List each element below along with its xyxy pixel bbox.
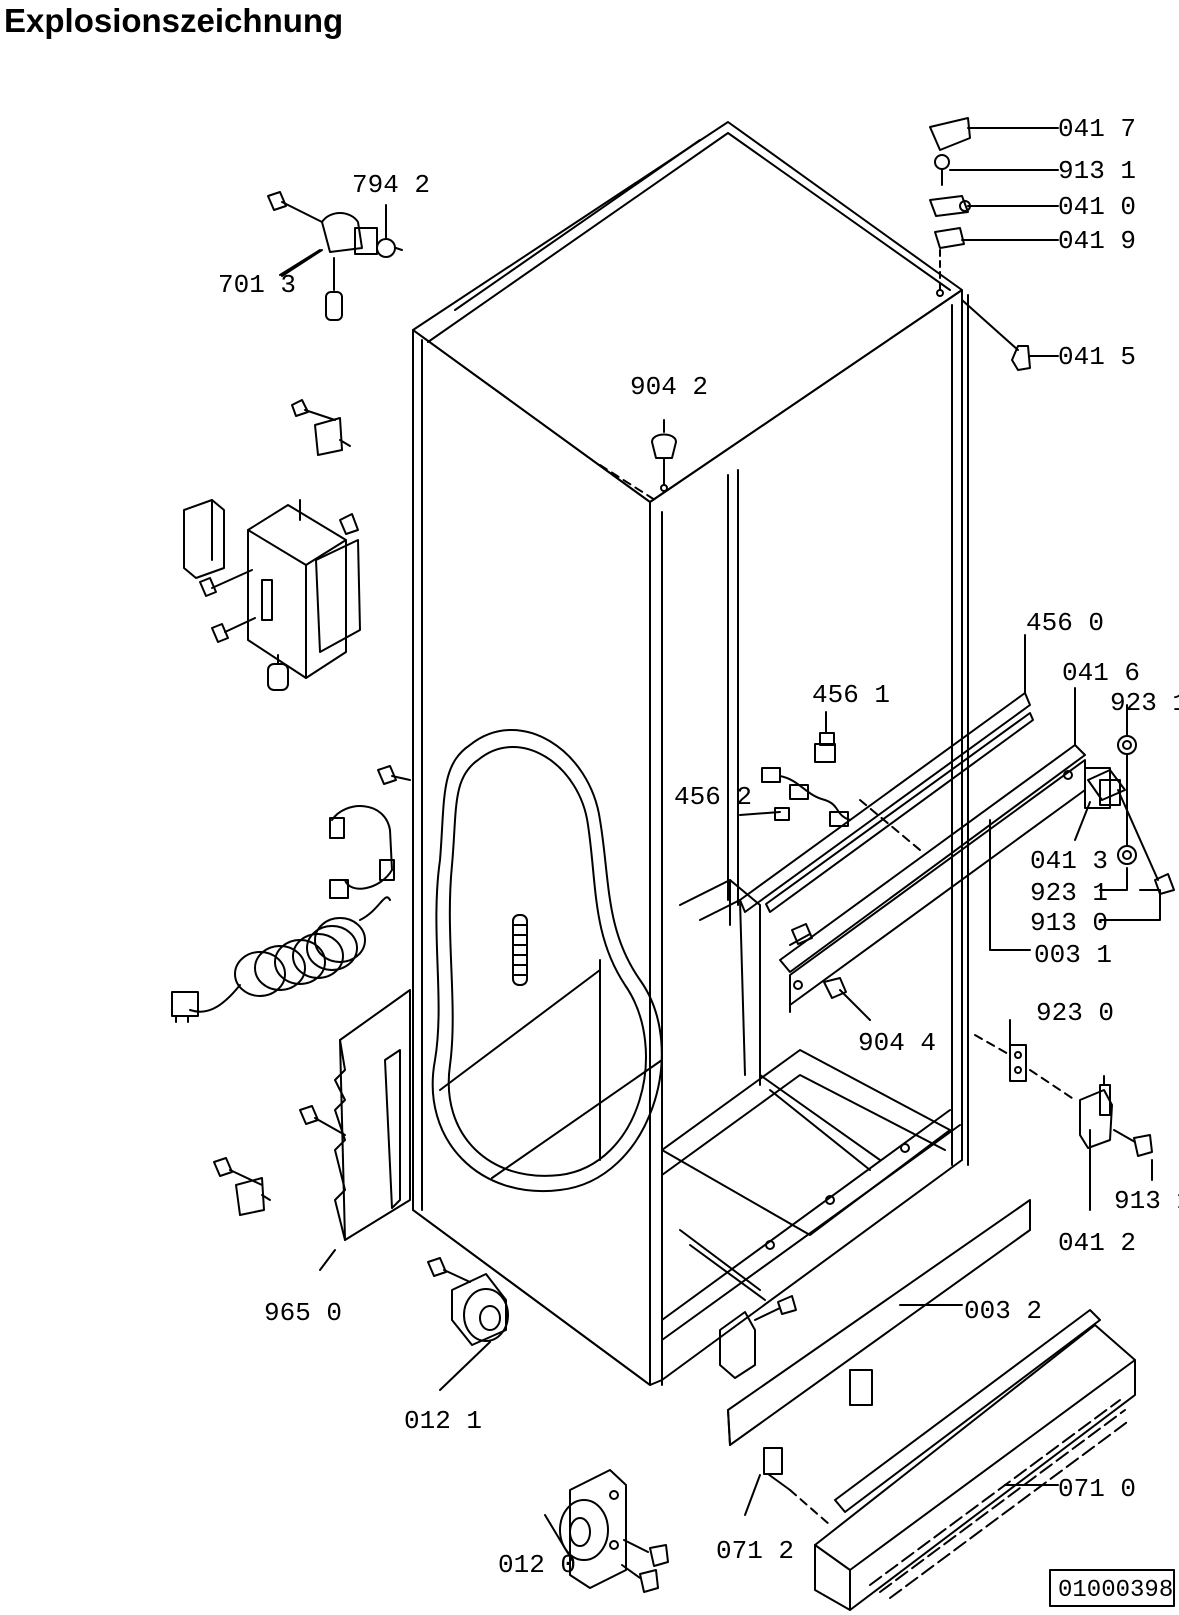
- part-labels: 041 7 913 1 041 0 041 9 041 5 794 2 701 …: [218, 114, 1179, 1604]
- page-title: Explosionszeichnung: [4, 2, 344, 39]
- top-hinge-parts: [929, 117, 1059, 371]
- part-label-0416: 041 6: [1062, 658, 1140, 688]
- castor-rear: [427, 1257, 509, 1346]
- small-fasteners: [651, 433, 1175, 999]
- lower-hinge-parts: [974, 1034, 1153, 1157]
- clip-lower-left: [213, 1157, 271, 1216]
- front-trim-strip: [727, 1199, 1031, 1446]
- kick-plate-clip: [763, 1447, 831, 1526]
- part-label-4561: 456 1: [812, 680, 890, 710]
- front-foot-bracket: [719, 1295, 797, 1379]
- part-label-9650: 965 0: [264, 1298, 342, 1328]
- leader-lines: [281, 249, 1161, 1561]
- part-label-4560: 456 0: [1026, 608, 1104, 638]
- thermostat-assembly: [267, 191, 403, 321]
- part-label-0031: 003 1: [1034, 940, 1112, 970]
- side-cutaway: [431, 728, 663, 1193]
- cabinet-body: [412, 121, 969, 1386]
- part-label-9044: 904 4: [858, 1028, 936, 1058]
- part-label-0120: 012 0: [498, 1550, 576, 1580]
- part-label-0712: 071 2: [716, 1536, 794, 1566]
- part-label-0121: 012 1: [404, 1406, 482, 1436]
- part-label-0415: 041 5: [1058, 342, 1136, 372]
- part-label-0710: 071 0: [1058, 1474, 1136, 1504]
- part-label-9130: 913 0: [1030, 908, 1108, 938]
- part-label-9231-lower: 923 1: [1030, 878, 1108, 908]
- part-label-0032: 003 2: [964, 1296, 1042, 1326]
- document-id: 01000398: [1058, 1577, 1173, 1604]
- rail-assembly: [739, 692, 1121, 1013]
- part-label-9042: 904 2: [630, 372, 708, 402]
- control-box: [183, 499, 361, 691]
- part-label-0419: 041 9: [1058, 226, 1136, 256]
- part-label-9131-top: 913 1: [1058, 156, 1136, 186]
- clip-upper-left: [291, 399, 351, 456]
- part-label-9231-upper: 923 1: [1110, 688, 1179, 718]
- kick-plate-grille: [814, 1309, 1136, 1611]
- part-label-0413: 041 3: [1030, 846, 1108, 876]
- wire-harness: [761, 743, 851, 827]
- interior-base: [661, 879, 951, 1301]
- back-panel: [299, 989, 411, 1241]
- power-cord: [171, 765, 411, 1023]
- part-label-7942: 794 2: [352, 170, 430, 200]
- part-label-7013: 701 3: [218, 270, 296, 300]
- part-label-0412: 041 2: [1058, 1228, 1136, 1258]
- document-id-box: [1049, 1569, 1175, 1607]
- part-label-4562: 456 2: [674, 782, 752, 812]
- castor-front: [559, 1469, 669, 1593]
- part-label-9230: 923 0: [1036, 998, 1114, 1028]
- part-label-0417: 041 7: [1058, 114, 1136, 144]
- part-label-0410: 041 0: [1058, 192, 1136, 222]
- part-label-9131-bottom: 913 1: [1114, 1186, 1179, 1216]
